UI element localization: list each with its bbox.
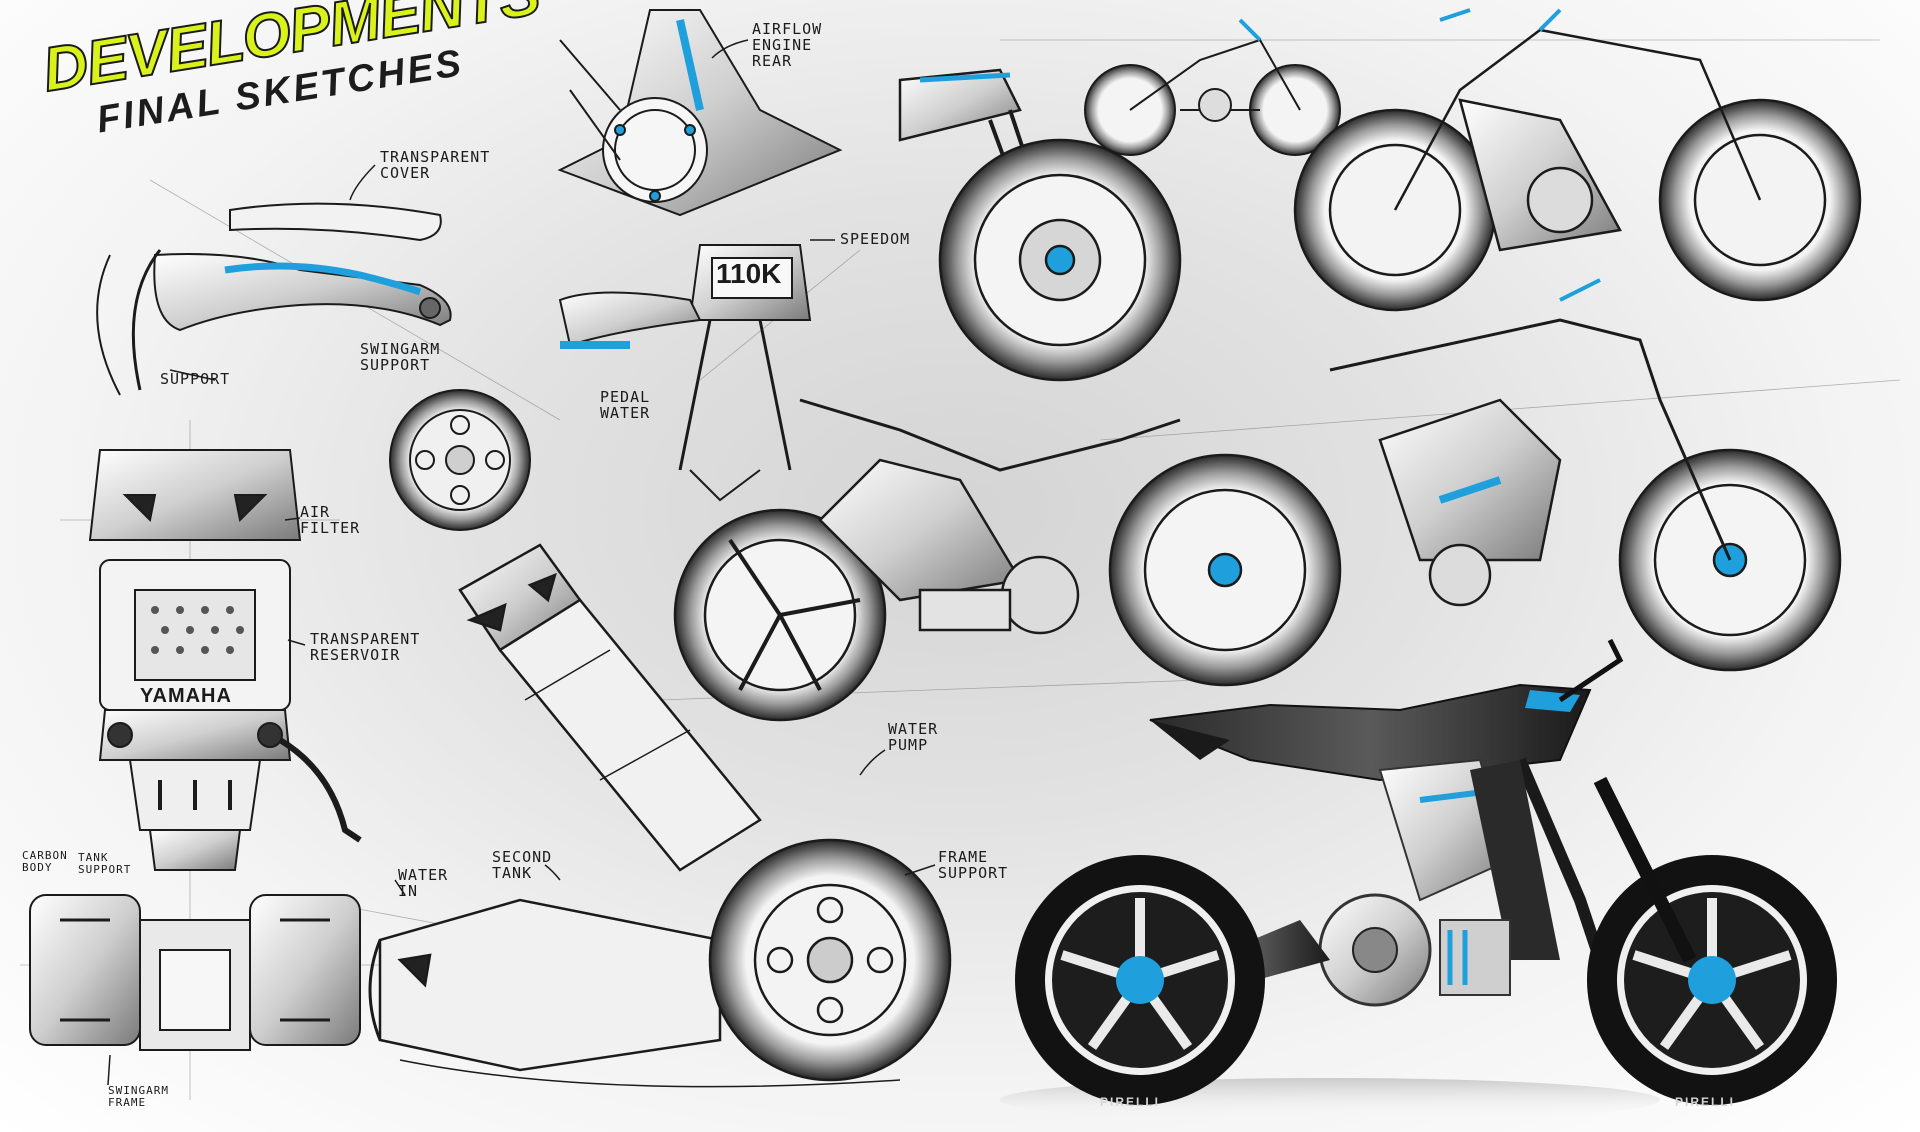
speedo-readout: 110K bbox=[716, 258, 782, 289]
note-water-pump: WATER PUMP bbox=[888, 720, 939, 754]
note-swingarm-support: SWINGARM SUPPORT bbox=[360, 340, 441, 374]
transparent-cover-sketch bbox=[96, 202, 452, 396]
front-wheel-sketch bbox=[898, 68, 1182, 382]
note-frame-support: FRAME SUPPORT bbox=[938, 848, 1009, 882]
tank-logo: YAMAHA bbox=[140, 685, 232, 707]
water-tank-pipe-sketch bbox=[368, 543, 952, 1088]
note-swingarm-frame: SWINGARM FRAME bbox=[108, 1084, 169, 1109]
tyre-brand-rear: PIRELLI bbox=[1100, 1095, 1161, 1109]
leader-lines bbox=[107, 39, 936, 1086]
note-water-in: WATER IN bbox=[398, 866, 449, 900]
three-quarter-bike-sketch bbox=[1293, 8, 1862, 312]
side-bike-sketch bbox=[673, 398, 1181, 722]
airflow-engine-rear-sketch bbox=[557, 9, 843, 217]
note-tank-support: TANK SUPPORT bbox=[78, 851, 132, 876]
small-bike-sketch bbox=[1084, 18, 1341, 156]
tyre-brand-front: PIRELLI bbox=[1675, 1095, 1736, 1109]
air-filter-tank-sketch bbox=[88, 449, 362, 871]
note-airflow-engine-rear: AIRFLOW ENGINE REAR bbox=[752, 20, 823, 70]
engine-block-sketch bbox=[29, 894, 361, 1051]
note-carbon-body: CARBON BODY bbox=[22, 849, 68, 874]
note-air-filter: AIR FILTER bbox=[300, 503, 361, 537]
note-speedometer: SPEEDOM bbox=[840, 230, 911, 248]
note-transparent-reservoir: TRANSPARENT RESERVOIR bbox=[310, 630, 421, 664]
handlebar-speedometer-sketch bbox=[558, 244, 812, 502]
note-transparent-cover: TRANSPARENT COVER bbox=[380, 148, 491, 182]
note-second-tank: SECOND TANK bbox=[492, 848, 553, 882]
note-support: SUPPORT bbox=[160, 370, 231, 388]
rendered-bike bbox=[1000, 638, 1837, 1122]
right-bike-sketch bbox=[1108, 278, 1842, 687]
note-pedal-water: PEDAL WATER bbox=[600, 388, 651, 422]
wheel-hub-sketch bbox=[389, 389, 531, 531]
